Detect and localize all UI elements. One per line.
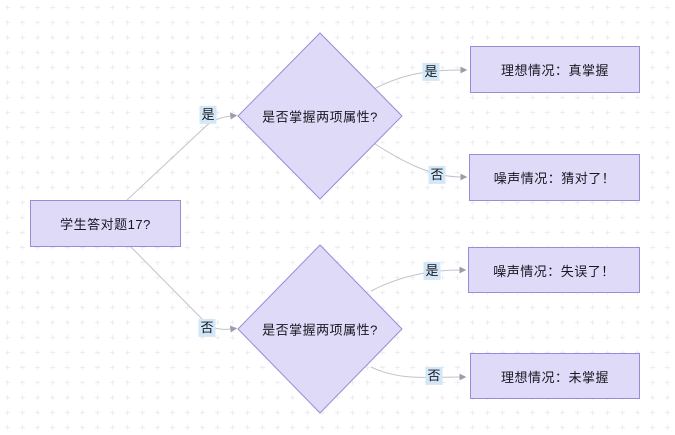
decision-diamond-bottom[interactable]: [237, 244, 403, 414]
outcome-label: 噪声情况：猜对了！: [493, 171, 616, 186]
root-node[interactable]: 学生答对题17?: [30, 200, 181, 247]
root-node-label: 学生答对题17?: [60, 217, 151, 232]
outcome-box-lucky-guess[interactable]: 噪声情况：猜对了！: [469, 154, 640, 201]
outcome-label: 理想情况：未掌握: [500, 369, 609, 385]
outcome-label: 噪声情况：失误了！: [493, 263, 615, 279]
edge-label-top-no[interactable]: 否: [428, 165, 446, 185]
outcome-box-true-mastery[interactable]: 理想情况：真掌握: [470, 46, 640, 93]
edge-label-root-yes[interactable]: 是: [199, 105, 217, 125]
edge-bottom-no[interactable]: [370, 366, 467, 381]
edge-label-bottom-yes[interactable]: 是: [423, 261, 441, 281]
outcome-label: 理想情况：真掌握: [500, 63, 609, 78]
outcome-box-slip[interactable]: 噪声情况：失误了！: [468, 247, 640, 293]
edge-label-top-yes[interactable]: 是: [422, 62, 440, 82]
edge-top-yes[interactable]: [371, 66, 468, 91]
decision-diamond-top[interactable]: [237, 32, 403, 200]
edge-label-bottom-no[interactable]: 否: [425, 366, 443, 386]
edge-top-no[interactable]: [371, 141, 468, 181]
edge-label-root-no[interactable]: 否: [198, 318, 216, 338]
edge-bottom-yes[interactable]: [370, 266, 467, 292]
outcome-box-not-mastered[interactable]: 理想情况：未掌握: [470, 353, 640, 399]
